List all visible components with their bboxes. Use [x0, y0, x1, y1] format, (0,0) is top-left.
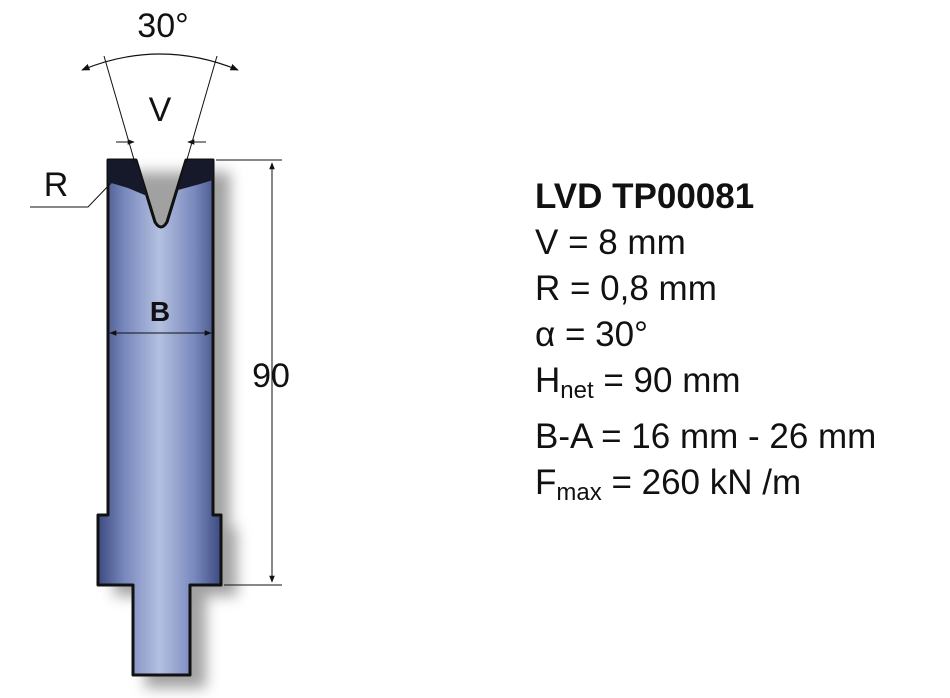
v-label: V: [149, 91, 172, 129]
tool-drawing: 30° V R B 90: [30, 7, 290, 688]
tool-top-left-edge: [108, 160, 147, 196]
spec-r: R = 0,8 mm: [535, 269, 717, 308]
spec-ba: B-A = 16 mm - 26 mm: [535, 417, 877, 456]
spec-height-symbol: H: [535, 361, 561, 400]
angle-label: 30°: [137, 7, 188, 45]
angle-arc: [81, 53, 239, 71]
spec-fmax-symbol: F: [535, 463, 557, 502]
spec-title: LVD TP00081: [535, 177, 755, 216]
spec-height-sub: net: [560, 377, 594, 404]
spec-fmax: Fmax = 260 kN /m: [535, 460, 876, 516]
angle-ext-left: [103, 55, 136, 164]
spec-fmax-value: = 260 kN /m: [601, 463, 802, 502]
b-label: B: [150, 296, 170, 327]
spec-height: Hnet = 90 mm: [535, 358, 876, 414]
spec-fmax-sub: max: [556, 479, 602, 506]
r-leader: [30, 181, 113, 208]
spec-v: V = 8 mm: [535, 223, 686, 262]
height-label: 90: [252, 357, 290, 395]
spec-alpha: α = 30°: [535, 315, 649, 354]
angle-ext-right: [185, 55, 218, 164]
spec-block: LVD TP00081 V = 8 mm R = 0,8 mm α = 30° …: [535, 174, 876, 516]
spec-height-value: = 90 mm: [593, 361, 741, 400]
tool-body: [96, 158, 223, 677]
r-label: R: [44, 166, 69, 204]
tool-top-right-edge: [178, 160, 213, 190]
